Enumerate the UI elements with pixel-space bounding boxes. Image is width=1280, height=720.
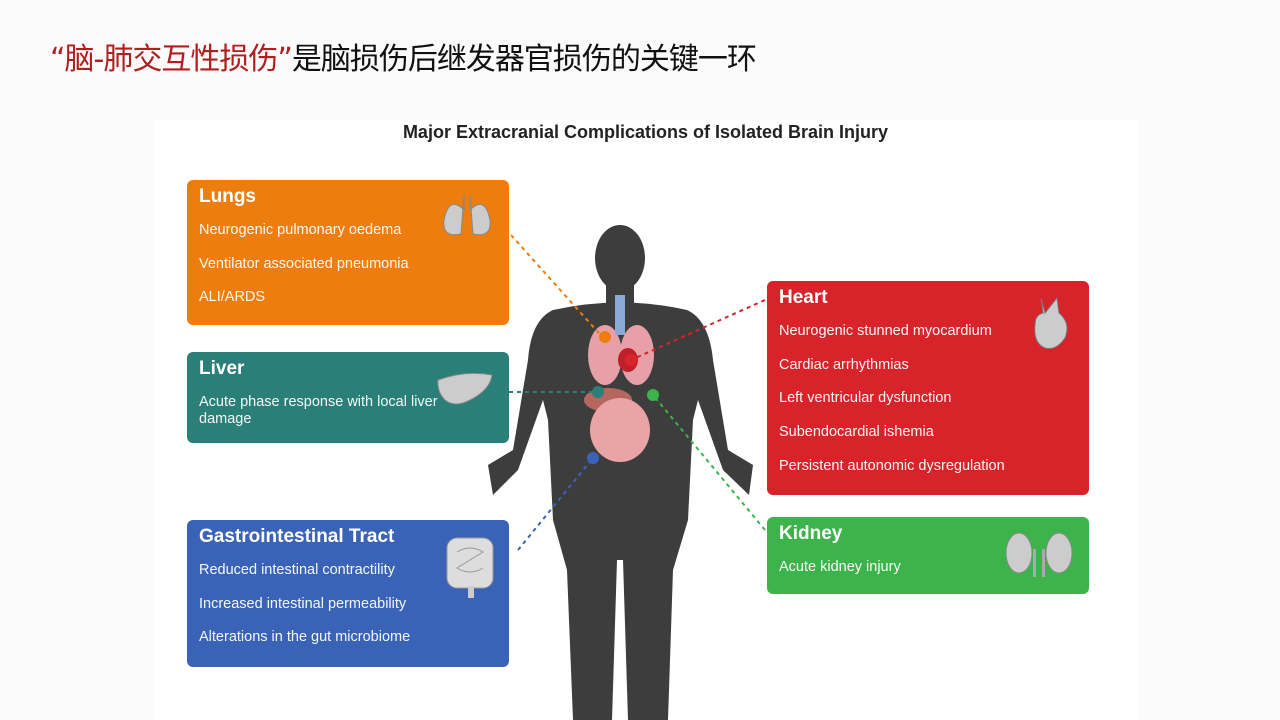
liver-item: Acute phase response with local liver da… [199,394,438,427]
figure-title: Major Extracranial Complications of Isol… [402,122,889,142]
heart-title: Heart [779,287,828,308]
kidney-box: Kidney Acute kidney injury [767,517,1089,594]
heart-item: Subendocardial ishemia [779,424,934,441]
slide-title: “脑-肺交互性损伤”是脑损伤后继发器官损伤的关键一环 [50,34,757,78]
human-body-illustration [488,225,766,720]
kidney-title: Kidney [779,523,843,544]
heart-item: Persistent autonomic dysregulation [779,457,1005,474]
heart-item: Cardiac arrhythmias [779,356,909,373]
heart-item: Neurogenic stunned myocardium [779,323,992,339]
liver-box: Liver Acute phase response with local li… [187,352,509,443]
heart-box: Heart Neurogenic stunned myocardium Card… [767,281,1089,495]
kidney-item: Acute kidney injury [779,559,901,575]
lungs-box: Lungs Neurogenic pulmonary oedema Ventil… [187,180,509,325]
intestine-icon [446,537,494,598]
lungs-item: Ventilator associated pneumonia [199,255,409,272]
lungs-item: Neurogenic pulmonary oedema [199,222,402,238]
gi-item: Reduced intestinal contractility [199,562,395,578]
lungs-icon [443,194,491,236]
slide-title-rest: 是脑损伤后继发器官损伤的关键一环 [291,42,757,77]
slide-title-highlight: “脑-肺交互性损伤” [50,42,293,77]
kidneys-icon [1005,532,1073,577]
gi-item: Increased intestinal permeability [199,595,407,612]
lungs-item: ALI/ARDS [199,289,266,306]
gi-box: Gastrointestinal Tract Reduced intestina… [187,520,509,667]
heart-item: Left ventricular dysfunction [779,390,952,407]
figure-panel: Major Extracranial Complications of Isol… [153,120,1138,720]
lungs-title: Lungs [199,186,256,207]
gi-title: Gastrointestinal Tract [199,526,395,547]
gi-item: Alterations in the gut microbiome [199,629,411,646]
liver-title: Liver [199,358,245,379]
heart-icon [1034,296,1068,349]
liver-icon [437,372,493,405]
